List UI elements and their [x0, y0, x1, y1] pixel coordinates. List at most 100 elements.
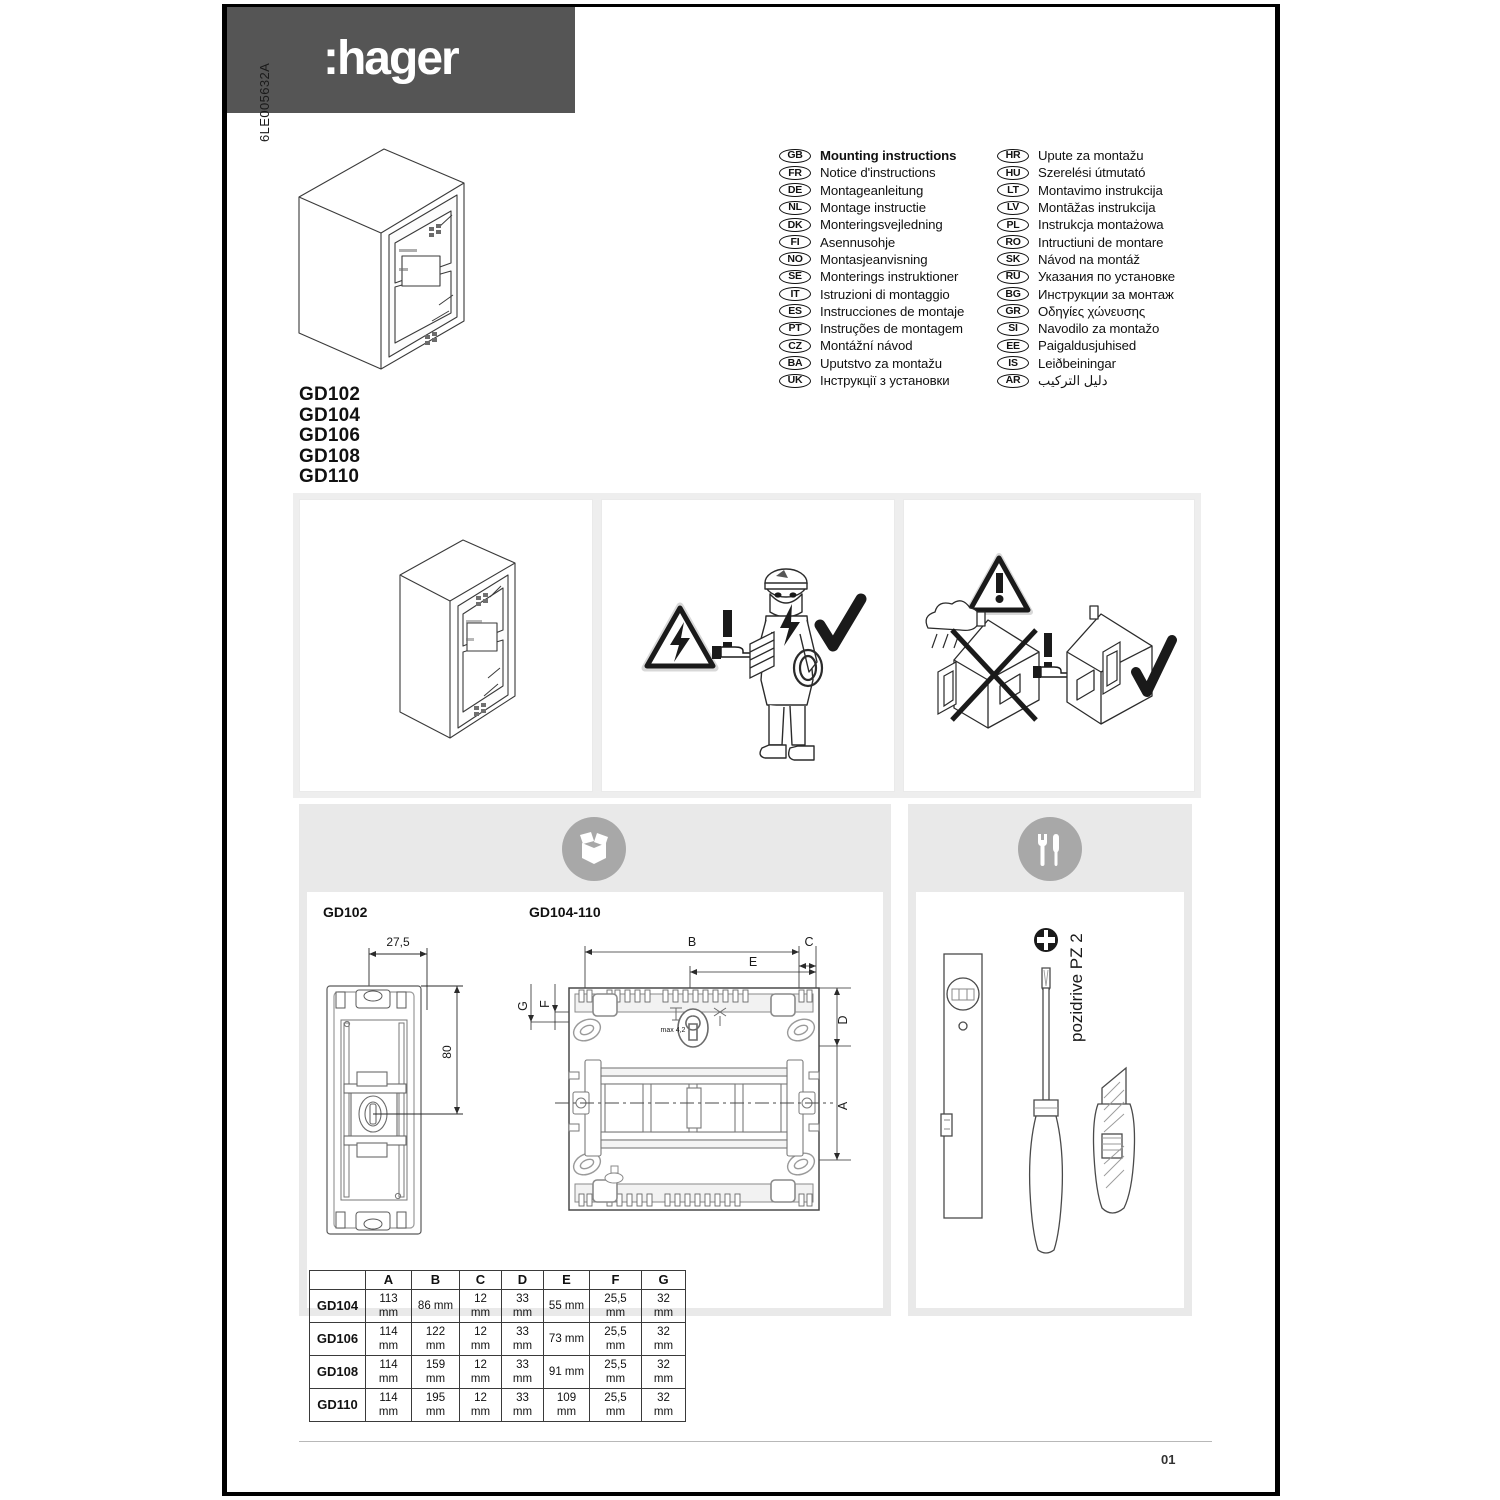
table-cell: 32 mm: [641, 1289, 686, 1323]
language-row: BA Uputstvo za montažu: [779, 355, 997, 372]
language-label: Intructiuni de montare: [1038, 234, 1164, 250]
table-cell: 113 mm: [365, 1289, 412, 1323]
pointing-hand-icon: [1033, 666, 1070, 678]
general-warning-triangle: [965, 553, 1033, 615]
table-row: GD106 114 mm 122 mm 12 mm 33 mm 73 mm 25…: [309, 1322, 686, 1356]
table-cell: 25,5 mm: [589, 1355, 642, 1389]
table-model-cell: GD104: [309, 1289, 366, 1323]
country-code-badge: HU: [997, 165, 1029, 180]
table-cell: 33 mm: [501, 1322, 544, 1356]
table-cell: 25,5 mm: [589, 1289, 642, 1323]
country-code-badge: LT: [997, 183, 1029, 198]
instruction-sheet-page: :hager 6LE005632A: [222, 4, 1280, 1496]
model-list: GD102 GD104 GD106 GD108 GD110: [299, 384, 361, 488]
country-code-badge: GB: [779, 148, 811, 163]
dimension-label-e: E: [749, 955, 757, 969]
exclamation-mark: [723, 610, 732, 651]
table-cell: 12 mm: [459, 1322, 502, 1356]
table-cell: 32 mm: [641, 1388, 686, 1422]
country-code-badge: GR: [997, 304, 1029, 319]
model-item: GD102: [299, 384, 361, 405]
table-header-row: A B C D E F G: [309, 1270, 686, 1290]
country-code-badge: DK: [779, 217, 811, 232]
table-cell: 73 mm: [543, 1322, 590, 1356]
language-row: IS Leiðbeiningar: [997, 355, 1215, 372]
table-cell: 195 mm: [411, 1388, 460, 1422]
language-label: Montageanleitung: [820, 182, 924, 198]
table-cell: 114 mm: [365, 1355, 412, 1389]
page-number: 01: [1161, 1452, 1176, 1467]
cross-out-mark: [950, 628, 1038, 722]
language-label: Notice d'instructions: [820, 165, 936, 181]
table-cell: 33 mm: [501, 1355, 544, 1389]
table-cell: 32 mm: [641, 1322, 686, 1356]
table-model-cell: GD108: [309, 1355, 366, 1389]
country-code-badge: DE: [779, 183, 811, 198]
country-code-badge: IS: [997, 356, 1029, 371]
country-code-badge: PT: [779, 321, 811, 336]
table-cell: 33 mm: [501, 1388, 544, 1422]
country-code-badge: HR: [997, 148, 1029, 163]
enclosure-illustration: [399, 539, 516, 739]
dimension-label-g: G: [516, 1001, 530, 1011]
language-label: Leiðbeiningar: [1038, 355, 1116, 371]
language-label: Upute za montažu: [1038, 148, 1144, 164]
checkmark-icon: [814, 593, 867, 652]
language-label: Návod na montáž: [1038, 251, 1140, 267]
language-label: Montážní návod: [820, 338, 913, 354]
dimension-label-d: D: [836, 1015, 850, 1024]
table-cell: 12 mm: [459, 1388, 502, 1422]
language-label: Uputstvo za montažu: [820, 355, 942, 371]
table-cell: 86 mm: [411, 1289, 460, 1323]
language-row: DE Montageanleitung: [779, 182, 997, 199]
panel-indoor-installation-warning: [897, 493, 1201, 798]
table-cell: 159 mm: [411, 1355, 460, 1389]
table-row: GD108 114 mm 159 mm 12 mm 33 mm 91 mm 25…: [309, 1355, 686, 1389]
tools-panel-body: pozidrive PZ 2: [916, 892, 1184, 1308]
language-row: HR Upute za montažu: [997, 147, 1215, 164]
country-code-badge: FI: [779, 235, 811, 250]
open-box-icon: [562, 817, 626, 881]
country-code-badge: ES: [779, 304, 811, 319]
language-label: Monterings instruktioner: [820, 269, 959, 285]
table-row: GD104 113 mm 86 mm 12 mm 33 mm 55 mm 25,…: [309, 1289, 686, 1323]
pointing-hand-icon: [712, 646, 753, 659]
language-label: Navodilo za montažo: [1038, 321, 1160, 337]
table-header-cell: G: [641, 1270, 686, 1290]
table-cell: 25,5 mm: [589, 1388, 642, 1422]
country-code-badge: NO: [779, 252, 811, 267]
toolbox: [749, 630, 775, 680]
country-code-badge: SE: [779, 269, 811, 284]
checkmark-icon: [1131, 635, 1177, 697]
country-code-badge: SI: [997, 321, 1029, 336]
country-code-badge: BG: [997, 287, 1029, 302]
table-model-cell: GD110: [309, 1388, 366, 1422]
language-label: Указания по установке: [1038, 269, 1176, 285]
dimension-label-a: A: [836, 1101, 850, 1110]
table-header-cell: B: [411, 1270, 460, 1290]
outdoor-enclosure: [937, 660, 957, 716]
reference-code: 6LE005632A: [257, 62, 272, 142]
language-label: Montāžas instrukcija: [1038, 200, 1156, 216]
table-header-cell: A: [365, 1270, 412, 1290]
country-code-badge: BA: [779, 356, 811, 371]
table-header-cell: C: [459, 1270, 502, 1290]
illustration-panel-row: [293, 493, 1212, 798]
max-screw-note: max 4,2: [661, 1027, 686, 1034]
wrench-screwdriver-icon: [1018, 817, 1082, 881]
dimension-label-c: C: [804, 935, 813, 949]
table-cell: 12 mm: [459, 1355, 502, 1389]
language-label: Montage instructie: [820, 200, 926, 216]
